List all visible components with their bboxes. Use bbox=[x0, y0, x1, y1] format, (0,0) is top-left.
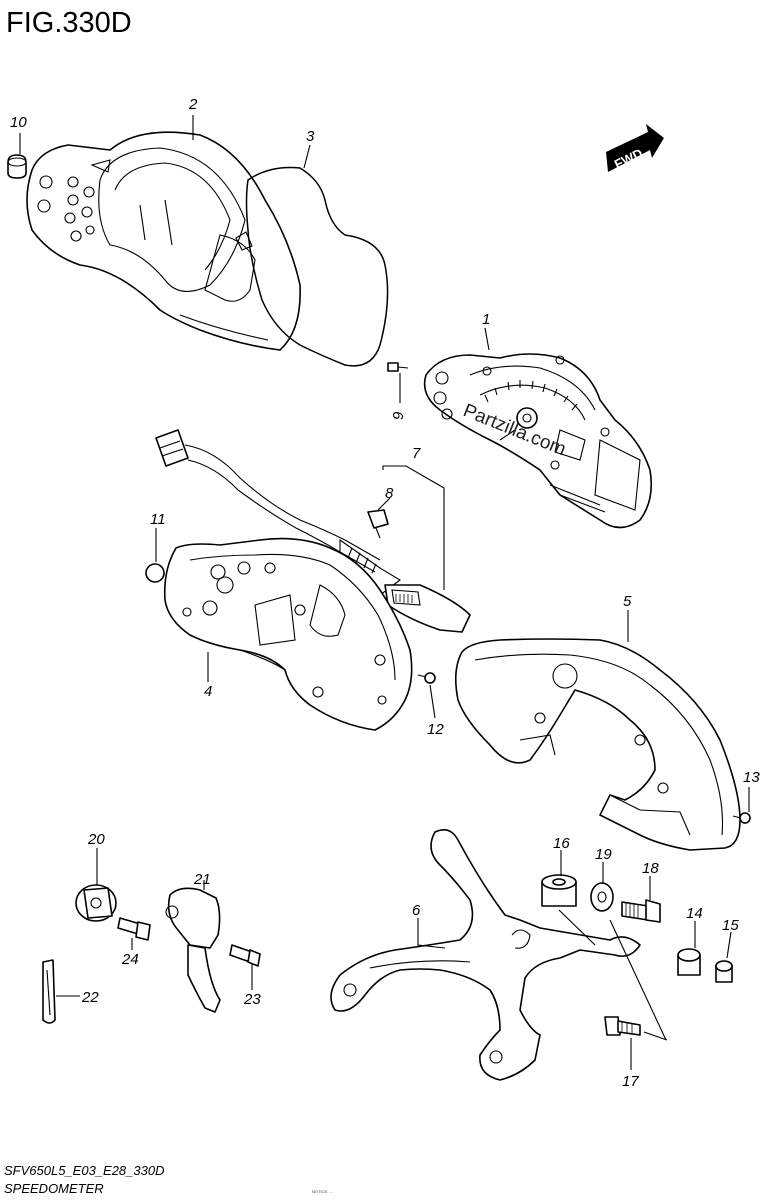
part-14-grommet[interactable] bbox=[677, 948, 701, 976]
callout-13: 13 bbox=[743, 769, 760, 786]
callout-11: 11 bbox=[150, 511, 166, 528]
fwd-arrow-badge: FWD bbox=[606, 124, 664, 172]
part-18-bolt[interactable] bbox=[621, 899, 661, 923]
callout-4: 4 bbox=[204, 683, 212, 700]
figure-title: FIG.330D bbox=[6, 7, 132, 39]
part-2-upper-cover[interactable] bbox=[26, 131, 301, 351]
part-6-bracket[interactable] bbox=[330, 829, 641, 1081]
callout-22: 22 bbox=[81, 989, 99, 1006]
callout-24: 24 bbox=[121, 951, 139, 968]
callout-5: 5 bbox=[623, 593, 632, 610]
callout-2: 2 bbox=[188, 96, 198, 113]
footer-name: SPEEDOMETER bbox=[4, 1181, 104, 1196]
part-24-bolt[interactable] bbox=[117, 917, 151, 941]
callout-leaders bbox=[19, 115, 750, 1070]
part-5-rear-cover[interactable] bbox=[454, 638, 741, 851]
callout-23: 23 bbox=[243, 991, 261, 1008]
callout-14: 14 bbox=[686, 905, 703, 922]
callout-21: 21 bbox=[193, 871, 211, 888]
part-16-grommet[interactable] bbox=[541, 874, 577, 907]
callout-17: 17 bbox=[622, 1073, 639, 1090]
part-11-cap[interactable] bbox=[145, 563, 165, 583]
part-15-washer[interactable] bbox=[715, 960, 733, 983]
callout-20: 20 bbox=[87, 831, 105, 848]
callout-15: 15 bbox=[722, 917, 739, 934]
part-9-screw[interactable] bbox=[387, 362, 409, 372]
part-23-bolt[interactable] bbox=[229, 944, 261, 967]
callout-8: 8 bbox=[385, 485, 394, 502]
part-19-washer[interactable] bbox=[590, 882, 614, 912]
tiny-notice: NOTICE: ... bbox=[312, 1189, 333, 1194]
callout-19: 19 bbox=[595, 846, 612, 863]
callout-10: 10 bbox=[10, 114, 27, 131]
callout-7: 7 bbox=[412, 445, 421, 462]
callout-18: 18 bbox=[642, 860, 659, 877]
part-21-switch[interactable] bbox=[165, 887, 221, 1013]
part-12-screw[interactable] bbox=[417, 672, 436, 684]
part-7-wire-harness[interactable] bbox=[155, 429, 471, 633]
part-20-grommet[interactable] bbox=[75, 884, 117, 922]
callout-16: 16 bbox=[553, 835, 570, 852]
part-17-bolt[interactable] bbox=[604, 1016, 641, 1036]
callout-9: 9 bbox=[390, 411, 407, 420]
callout-1: 1 bbox=[482, 311, 490, 328]
part-8-clamp[interactable] bbox=[367, 509, 389, 539]
callout-3: 3 bbox=[306, 128, 315, 145]
callout-bracket-7 bbox=[382, 465, 445, 590]
part-4-lower-case[interactable] bbox=[163, 537, 413, 731]
callout-6: 6 bbox=[412, 902, 421, 919]
callout-12: 12 bbox=[427, 721, 444, 738]
part-22-band[interactable] bbox=[42, 959, 56, 1024]
part-10-cap[interactable] bbox=[7, 154, 27, 179]
leader-lines bbox=[558, 909, 668, 1041]
part-1-meter-assembly[interactable] bbox=[423, 353, 653, 529]
part-13-screw[interactable] bbox=[732, 812, 751, 824]
part-3-seal[interactable] bbox=[245, 166, 389, 367]
footer-code: SFV650L5_E03_E28_330D bbox=[4, 1163, 164, 1178]
